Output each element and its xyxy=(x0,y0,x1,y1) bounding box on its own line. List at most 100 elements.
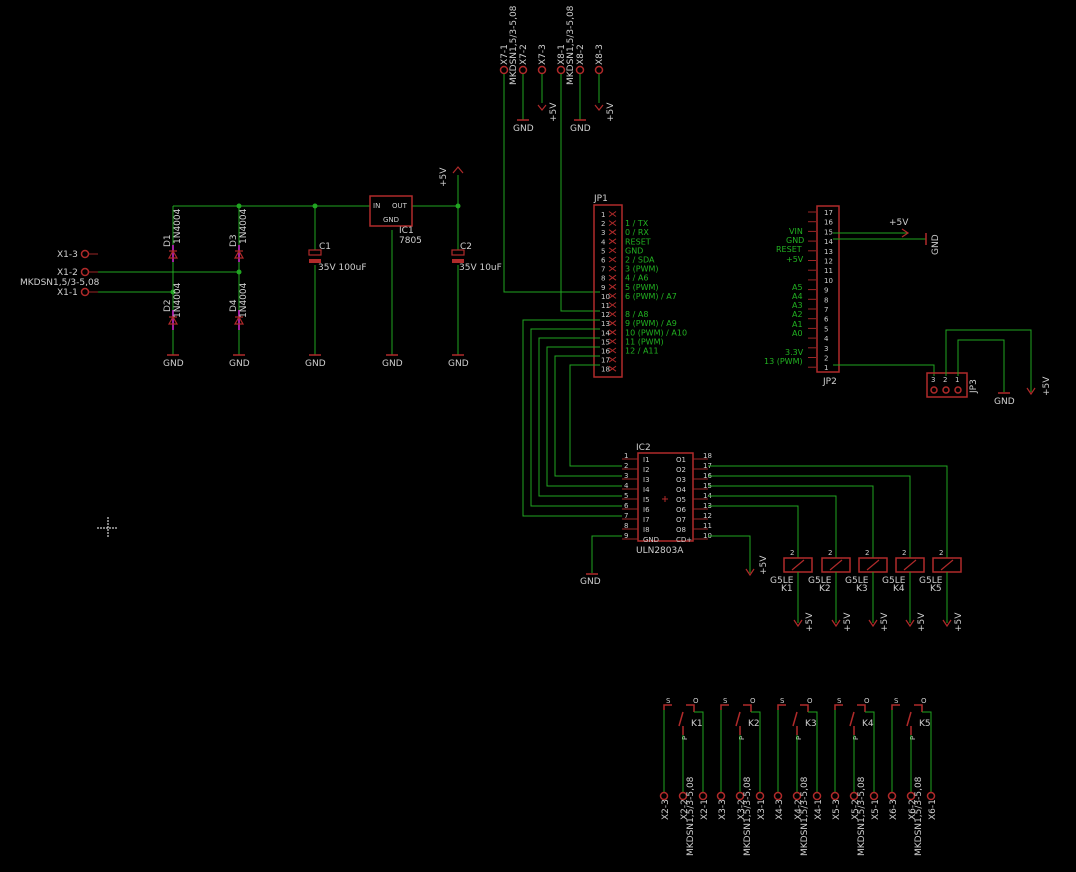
contact-pin-p: P xyxy=(795,736,803,740)
jp1-pin-8[interactable]: 8 xyxy=(601,275,617,283)
jp2-pin-15[interactable]: 15 xyxy=(808,228,833,236)
jp1-pin-5[interactable]: 5 xyxy=(601,247,617,255)
terminal-label: X3-1 xyxy=(757,799,767,820)
jp2-pin-14[interactable]: 14 xyxy=(808,238,833,246)
relay-coil-name: K1 xyxy=(781,584,793,594)
diode-d3[interactable]: D3 1N4004 xyxy=(229,208,249,262)
jp2-pin-7[interactable]: 7 xyxy=(808,306,828,314)
jp1-pin-15[interactable]: 15 xyxy=(601,338,617,346)
vcc-label-relay: +5V xyxy=(954,612,964,632)
jp1-pin-4[interactable]: 4 xyxy=(601,238,617,246)
jp2-pin-6[interactable]: 6 xyxy=(808,316,829,324)
jp2-pin-12[interactable]: 12 xyxy=(808,258,833,266)
diode-d1[interactable]: D1 1N4004 xyxy=(163,208,183,262)
jp1-pin-number: 6 xyxy=(601,257,606,265)
terminal-type-label: MKDSN1,5/3-5,08 xyxy=(743,776,753,856)
jp1-pin-17[interactable]: 17 xyxy=(601,357,617,365)
jp1-pin-10[interactable]: 10 xyxy=(601,293,617,301)
d2-value: 1N4004 xyxy=(173,282,183,318)
diode-d4[interactable]: D4 1N4004 xyxy=(229,282,249,330)
jp1-pin-9[interactable]: 9 xyxy=(601,284,617,292)
diode-d2[interactable]: D2 1N4004 xyxy=(163,282,183,330)
ic2-pin-name: O7 xyxy=(676,516,686,524)
jp2-pin-13[interactable]: 13 xyxy=(808,248,833,256)
vcc-label-ic2: +5V xyxy=(759,555,769,575)
x1-type-label: MKDSN1,5/3-5,08 xyxy=(20,278,100,288)
jp2-pin-2[interactable]: 2 xyxy=(808,355,828,363)
jp1-pin-12[interactable]: 12 xyxy=(601,311,617,319)
regulator-ic1[interactable]: IN OUT GND IC1 7805 xyxy=(369,195,422,246)
jp2-pin-5[interactable]: 5 xyxy=(808,325,828,333)
contact-pin-p: P xyxy=(909,736,917,740)
jp2-pin-11[interactable]: 11 xyxy=(808,267,833,275)
capacitor-c2[interactable]: C2 35V 10uF xyxy=(451,242,502,273)
jp1-pin-3[interactable]: 3 xyxy=(601,229,617,237)
jp2-pin-4[interactable]: 4 xyxy=(808,335,829,343)
jp2-sig-reset: RESET xyxy=(776,245,802,254)
jp2-pin-1[interactable]: 1 xyxy=(808,364,828,372)
jp2-pin-8[interactable]: 8 xyxy=(808,296,828,304)
ic2-pin-number: 16 xyxy=(703,472,712,480)
jp1-pin-16[interactable]: 16 xyxy=(601,348,617,356)
jp1-pin-14[interactable]: 14 xyxy=(601,329,617,337)
vcc-label-jp2: +5V xyxy=(889,218,909,228)
jp1-pin-18[interactable]: 18 xyxy=(601,366,617,374)
jp2-pin-16[interactable]: 16 xyxy=(808,219,833,227)
jp1-pin-13[interactable]: 13 xyxy=(601,320,617,328)
jp1-pin-11[interactable]: 11 xyxy=(601,302,617,310)
ic2-pin-number: 18 xyxy=(703,452,712,460)
x8-terminal[interactable]: X8-1 X8-2 X8-3 MKDSN1,5/3-5,08 xyxy=(556,5,605,85)
jp1-pin-2[interactable]: 2 xyxy=(601,220,617,228)
capacitor-c1[interactable]: C1 35V 100uF xyxy=(308,242,367,273)
jp1-pin-1[interactable]: 1 xyxy=(601,211,617,219)
ic2-pin-name: I5 xyxy=(643,496,650,504)
x1-input-terminal[interactable]: X1-3 X1-2 X1-1 MKDSN1,5/3-5,08 xyxy=(20,249,100,298)
jp2-pin-17[interactable]: 17 xyxy=(808,209,833,217)
x7-terminal[interactable]: X7-1 X7-2 X7-3 MKDSN1,5/3-5,08 xyxy=(499,5,548,85)
jp1-pin-7[interactable]: 7 xyxy=(601,266,617,274)
jp2-pin-3[interactable]: 3 xyxy=(808,345,828,353)
jp2-pin-9[interactable]: 9 xyxy=(808,287,828,295)
jp2-pin-10[interactable]: 10 xyxy=(808,277,833,285)
jp3-header[interactable]: 3 2 1 JP3 xyxy=(926,372,979,398)
jp1-pin-6[interactable]: 6 xyxy=(601,257,617,265)
